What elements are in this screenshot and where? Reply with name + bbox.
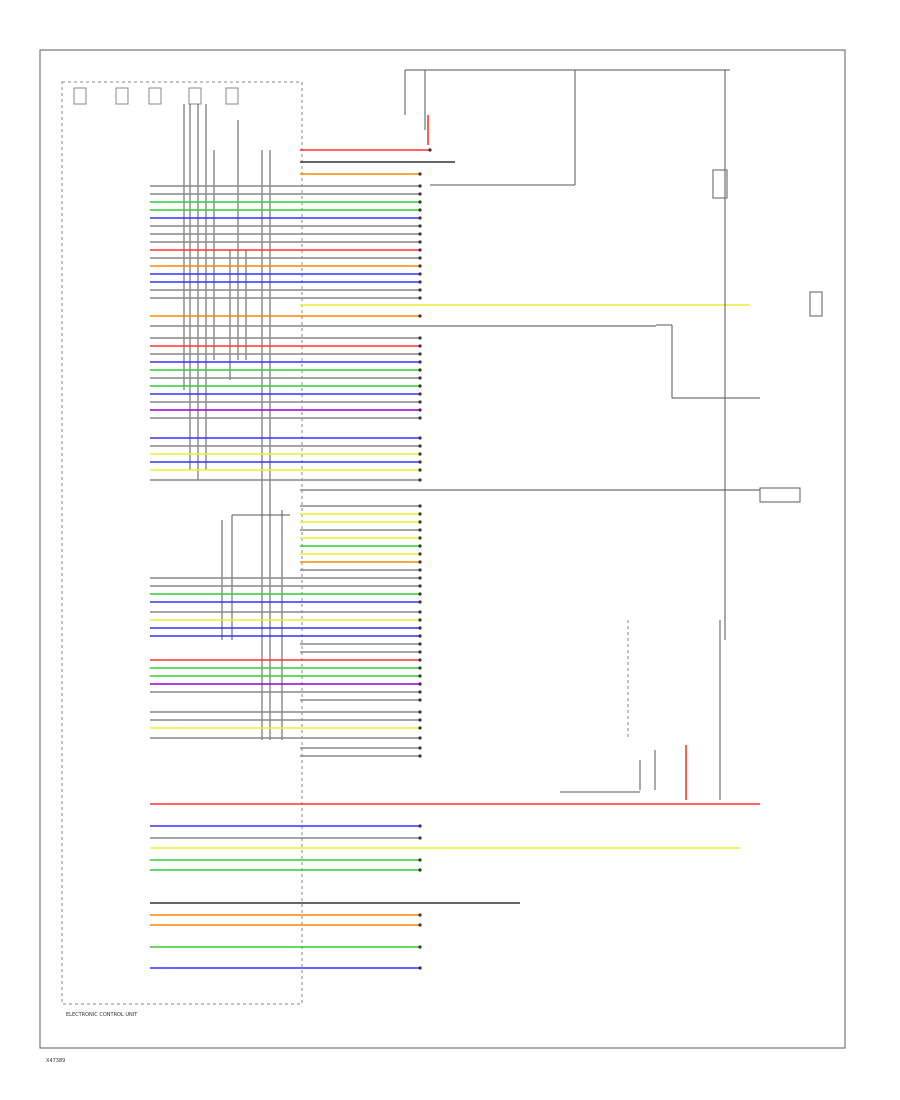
right-components <box>404 69 823 800</box>
connector-pin <box>418 344 422 348</box>
control-unit-label: ELECTRONIC CONTROL UNIT <box>66 1012 138 1018</box>
connector-pin <box>418 584 422 588</box>
connector-pin <box>418 264 422 268</box>
connector-pin <box>418 172 422 176</box>
connector-pin <box>418 626 422 630</box>
connector-pin <box>418 674 422 678</box>
connector-pin <box>418 504 422 508</box>
fuse-block <box>148 87 162 105</box>
connector-pin <box>418 650 422 654</box>
connector-pin <box>418 192 422 196</box>
connector-pin <box>418 408 422 412</box>
connector-pin <box>418 444 422 448</box>
control-unit-boundary <box>61 81 303 1005</box>
connector-pin <box>418 400 422 404</box>
connector-pin <box>418 966 422 970</box>
connector-pin <box>418 452 422 456</box>
connector-pin <box>418 296 422 300</box>
connector-pin <box>418 216 422 220</box>
connector-pin <box>418 868 422 872</box>
internal-buses <box>183 104 290 740</box>
connector-pin <box>418 224 422 228</box>
connector-pin <box>418 352 422 356</box>
connector-pin <box>418 314 422 318</box>
connector-pin <box>418 600 422 604</box>
connector-pin <box>418 824 422 828</box>
connector-pin <box>418 718 422 722</box>
connector-pin <box>418 634 422 638</box>
connector-pin <box>418 376 422 380</box>
connector-pin <box>418 746 422 750</box>
connector-pin <box>418 368 422 372</box>
connector-pin <box>418 200 422 204</box>
fuse-group <box>73 87 239 105</box>
connector-pin <box>418 528 422 532</box>
connector-pin <box>418 512 422 516</box>
connector-pin <box>418 384 422 388</box>
connector-pin <box>418 248 422 252</box>
connector-pin <box>418 858 422 862</box>
connector-pin <box>418 710 422 714</box>
connector-pin <box>418 468 422 472</box>
connector-pin <box>418 256 422 260</box>
connector-pin <box>418 336 422 340</box>
outer-frame <box>39 49 846 1049</box>
connector-pin <box>418 576 422 580</box>
connector-pin <box>418 698 422 702</box>
connector-pin <box>418 536 422 540</box>
fuse-block <box>115 87 129 105</box>
wire-group <box>150 148 760 970</box>
connector-pin <box>418 552 422 556</box>
connector-pin <box>418 288 422 292</box>
connector-pin <box>418 658 422 662</box>
connector-pin <box>418 923 422 927</box>
connector-pin <box>428 148 432 152</box>
connector-pin <box>418 592 422 596</box>
connector-pin <box>418 272 422 276</box>
connector-pin <box>418 544 422 548</box>
connector-pin <box>418 945 422 949</box>
connector-pin <box>418 360 422 364</box>
connector-pin <box>418 836 422 840</box>
connector-pin <box>418 610 422 614</box>
fuse-block <box>188 87 202 105</box>
connector-pin <box>418 520 422 524</box>
connector-pin <box>418 642 422 646</box>
connector-pin <box>418 913 422 917</box>
connector-pin <box>418 618 422 622</box>
connector-pin <box>418 240 422 244</box>
connector-pin <box>418 682 422 686</box>
connector-pin <box>418 436 422 440</box>
connector-pin <box>418 184 422 188</box>
footer-code: X47389 <box>46 1058 65 1064</box>
connector-pin <box>418 416 422 420</box>
connector-pin <box>418 478 422 482</box>
connector-pin <box>418 690 422 694</box>
connector-pin <box>418 726 422 730</box>
connector-pin <box>418 736 422 740</box>
connector-pin <box>418 560 422 564</box>
connector-pin <box>418 666 422 670</box>
connector-pin <box>418 392 422 396</box>
connector-pin <box>418 460 422 464</box>
connector-pin <box>418 232 422 236</box>
fuse-block <box>225 87 239 105</box>
fuse-block <box>73 87 87 105</box>
connector-pin <box>418 568 422 572</box>
connector-pin <box>418 754 422 758</box>
connector-pin <box>418 208 422 212</box>
connector-pin <box>418 280 422 284</box>
